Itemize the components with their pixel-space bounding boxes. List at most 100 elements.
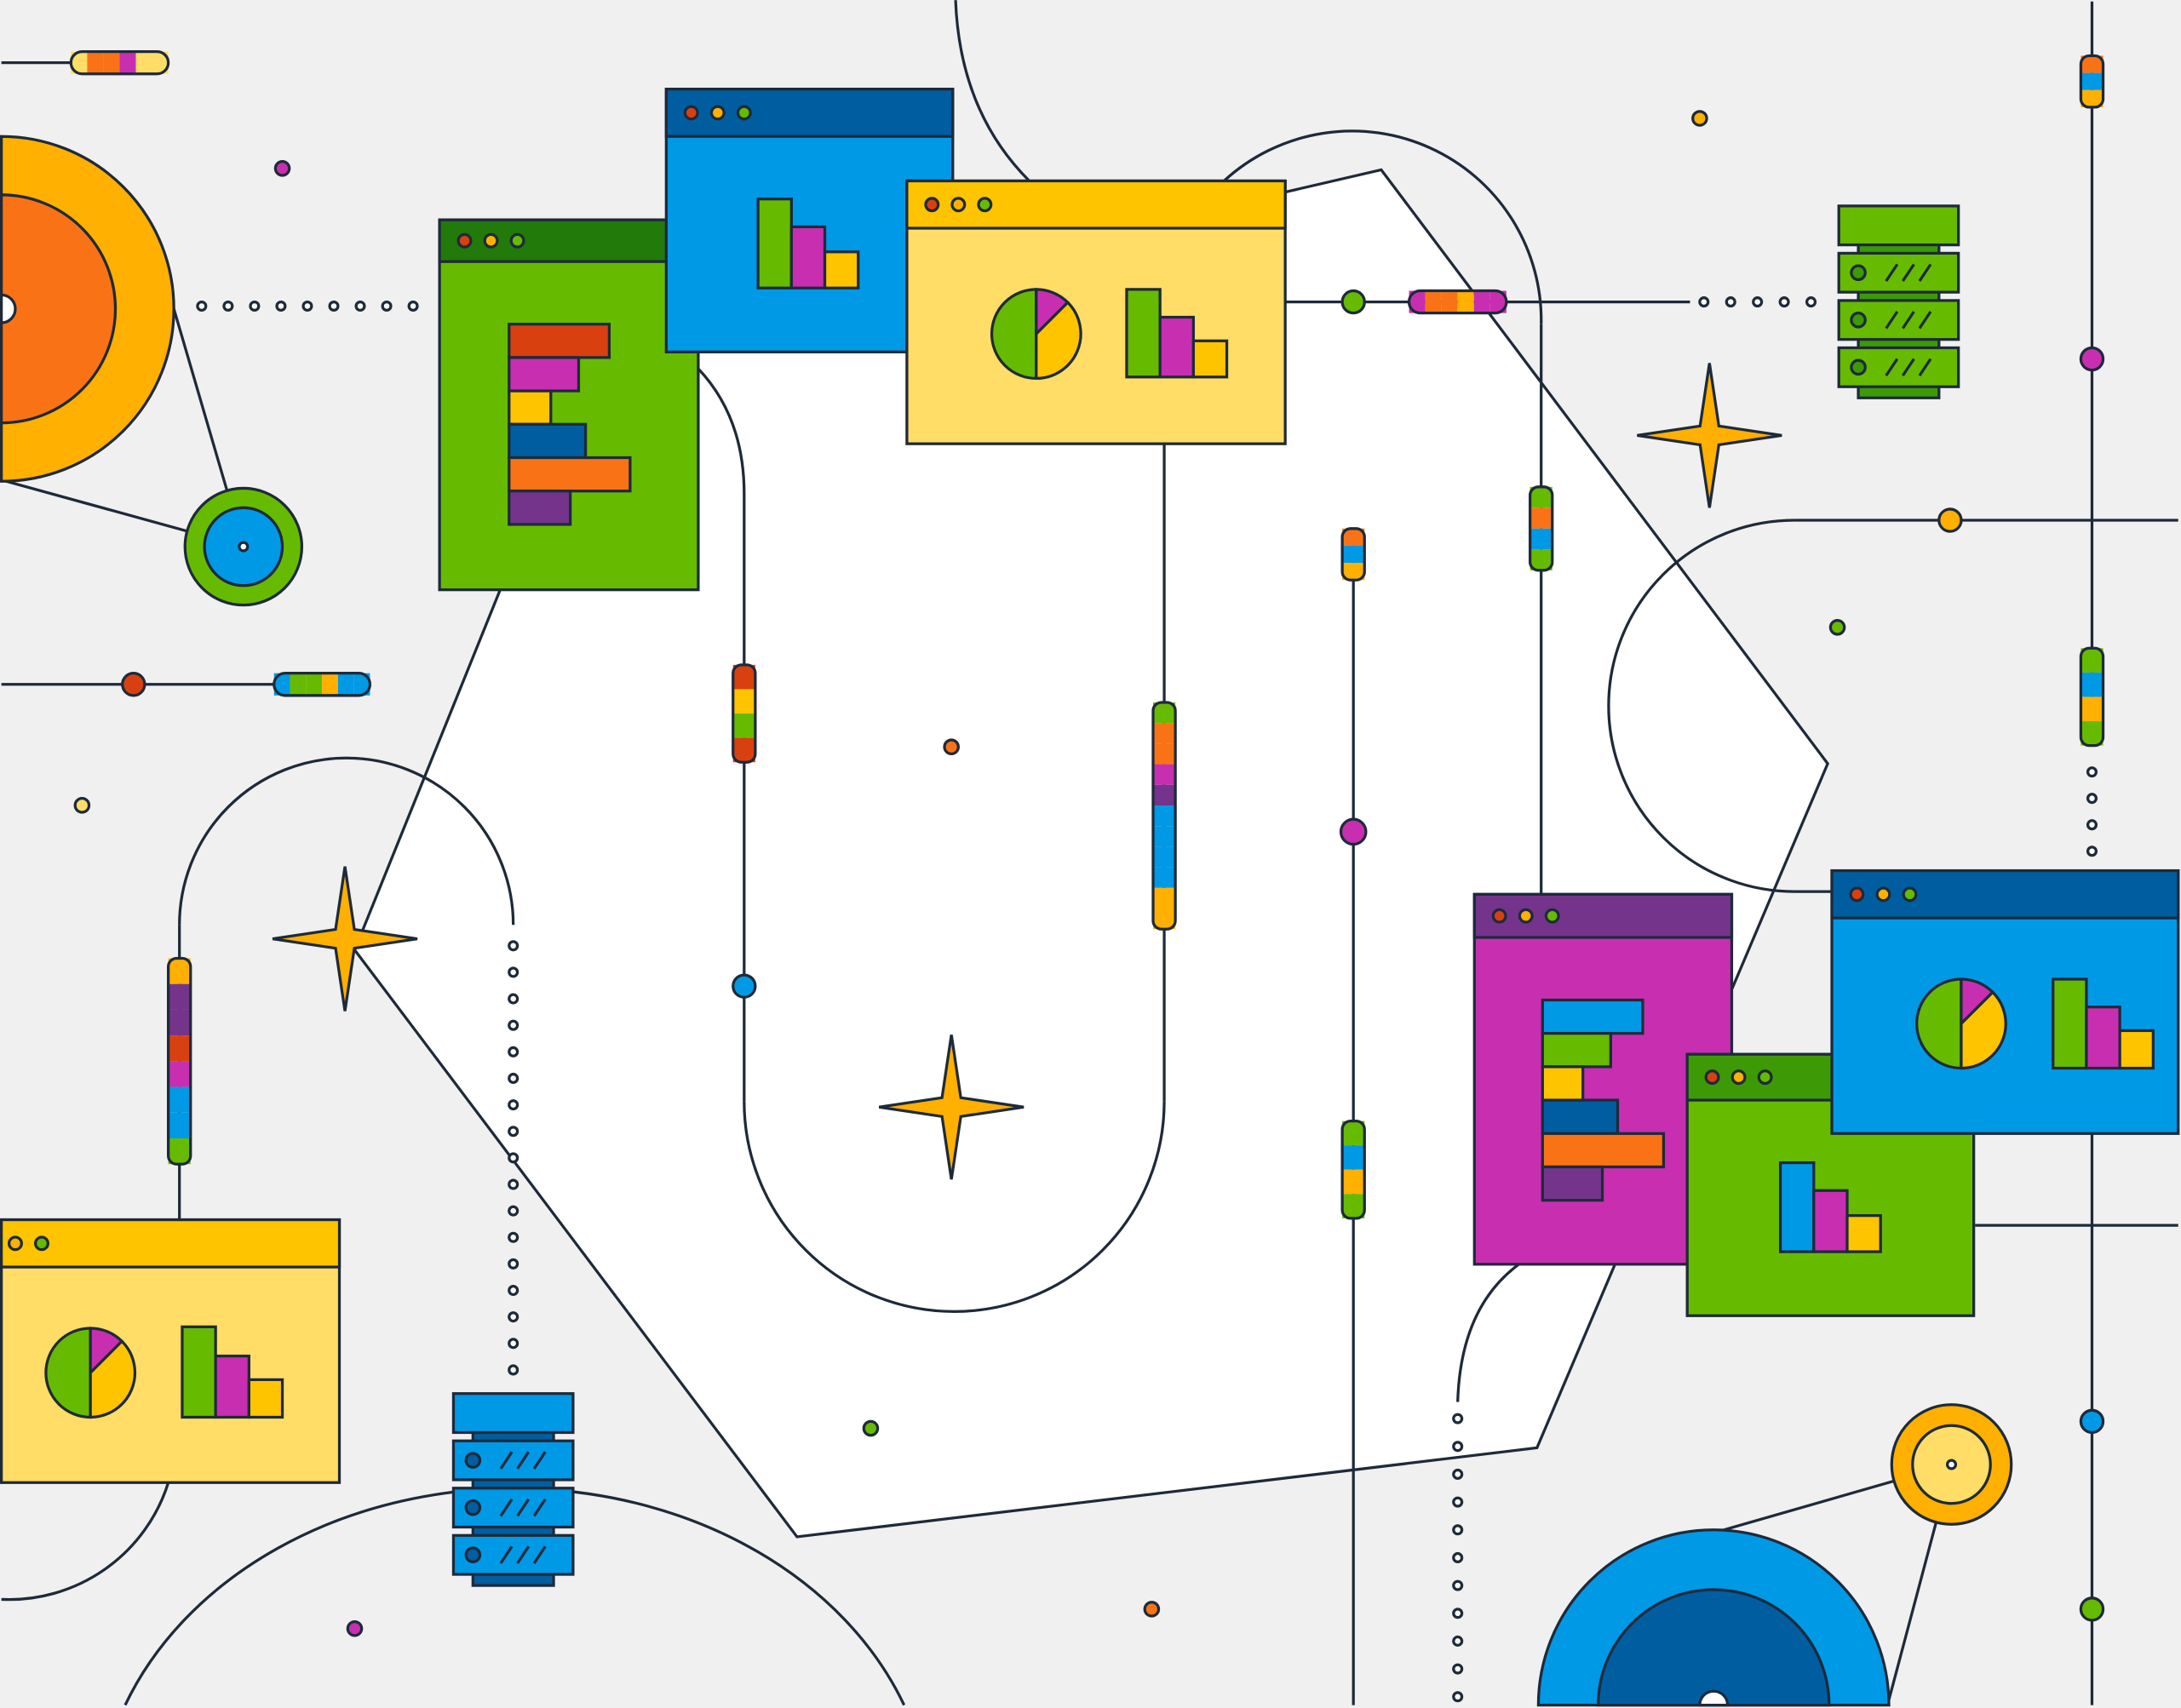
capsule-band xyxy=(2081,72,2104,90)
top-arc xyxy=(954,0,1030,182)
dotted-line-dot xyxy=(508,1231,519,1243)
server-top xyxy=(451,1392,575,1435)
capsule-band xyxy=(1489,290,1507,313)
capsule-band xyxy=(732,664,755,690)
capsule-band xyxy=(1342,1145,1365,1170)
dotted-line-dot xyxy=(301,300,313,312)
app-window xyxy=(1830,868,2180,1135)
node-dot xyxy=(1340,289,1366,315)
dotted-line-dot xyxy=(381,300,393,312)
capsule-band xyxy=(1152,805,1176,827)
capsule-outline xyxy=(2079,54,2105,109)
dotted-line-dot xyxy=(1778,296,1790,308)
dotted-line-dot xyxy=(508,1152,519,1164)
dotted-line-dot xyxy=(508,993,519,1005)
node-dot xyxy=(2079,346,2105,372)
dotted-line-dot xyxy=(2086,845,2098,857)
server-top xyxy=(1837,204,1960,247)
capsule-band xyxy=(732,714,755,738)
capsule-outline xyxy=(166,956,192,1166)
horizontal-bar xyxy=(508,389,553,426)
capsule-band xyxy=(1152,743,1176,765)
dotted-line-dot xyxy=(1452,1468,1464,1480)
pie-slice xyxy=(1960,989,2007,1070)
horizontal-bar xyxy=(1541,1132,1666,1169)
bar-chart-bar xyxy=(2052,977,2088,1070)
bar-chart-bar xyxy=(1125,288,1162,379)
bar-chart-bar xyxy=(823,250,860,289)
window-control-dot xyxy=(1491,908,1507,924)
capsule-band xyxy=(152,51,169,74)
window-control-dot xyxy=(7,1235,23,1252)
window-title-bar xyxy=(664,88,955,138)
app-window xyxy=(664,88,955,354)
horizontal-bar xyxy=(508,490,572,526)
capsule-band xyxy=(1530,549,1553,570)
server-slash xyxy=(532,1545,547,1564)
pie-slice xyxy=(89,1338,137,1419)
capsule-band xyxy=(1152,846,1176,868)
app-window xyxy=(438,218,700,592)
capsule-band xyxy=(1441,290,1458,313)
horizontal-bar xyxy=(1541,998,1644,1035)
capsule-band xyxy=(2081,696,2104,722)
dotted-line-dot xyxy=(508,1126,519,1138)
node-dot xyxy=(121,672,146,697)
capsule-band xyxy=(1409,290,1426,313)
pie-slice xyxy=(990,288,1038,381)
server-slash xyxy=(532,1498,547,1517)
window-control-dot xyxy=(1544,908,1560,924)
bar-chart-bar xyxy=(1778,1161,1816,1253)
server-slash xyxy=(516,1451,531,1470)
dotted-line-dot xyxy=(508,1285,519,1297)
vertical-capsule-connector xyxy=(2079,646,2105,748)
capsule-band xyxy=(322,673,338,696)
sparkle-star-icon xyxy=(1637,363,1782,508)
node-dot xyxy=(1339,817,1368,846)
sparkle-star-icon xyxy=(878,1035,1024,1180)
connector-arc xyxy=(1456,1263,1520,1402)
window-control-dot xyxy=(977,197,993,213)
window-control-dot xyxy=(1875,886,1891,903)
capsule-band xyxy=(1342,545,1365,564)
dotted-line-dot xyxy=(508,1099,519,1111)
server-led xyxy=(464,1546,482,1563)
server-slash xyxy=(1885,263,1899,282)
capsule-outline xyxy=(2079,646,2105,748)
pie-chart-icon xyxy=(44,1327,137,1419)
dotted-line-dot xyxy=(508,1205,519,1217)
capsule-band xyxy=(337,673,354,696)
bar-chart-bar xyxy=(247,1378,284,1419)
capsule-band xyxy=(1530,528,1553,550)
window-control-dot xyxy=(34,1235,49,1252)
window-control-dot xyxy=(683,105,699,121)
pie-chart-icon xyxy=(1915,977,2007,1070)
capsule-band xyxy=(1342,1121,1365,1146)
capsule-outline xyxy=(1340,527,1366,582)
capsule-band xyxy=(1152,702,1176,724)
large-ring-core xyxy=(1597,1588,1831,1707)
capsule-band xyxy=(1530,507,1553,529)
dotted-line-dot xyxy=(2086,766,2098,778)
server-slash xyxy=(499,1451,514,1470)
window-control-dot xyxy=(1757,1069,1773,1086)
horizontal-bar xyxy=(508,422,588,460)
dotted-line-dot xyxy=(2086,793,2098,805)
capsule-outline xyxy=(1151,701,1177,931)
right-arc xyxy=(1607,519,1794,893)
capsule-band xyxy=(168,958,191,984)
capsule-band xyxy=(2081,55,2104,73)
dotted-line-dot xyxy=(196,300,208,312)
server-slash xyxy=(1885,358,1899,377)
sparkle-star-icon xyxy=(272,866,418,1012)
window-title-bar xyxy=(438,218,700,263)
capsule-outline xyxy=(69,49,170,76)
capsule-outline xyxy=(732,663,757,764)
node-dot xyxy=(346,1619,364,1637)
capsule-band xyxy=(1152,887,1176,908)
window-control-dot xyxy=(709,105,726,121)
server-unit xyxy=(451,1439,575,1482)
capsule-band xyxy=(168,1009,191,1036)
capsule-band xyxy=(306,673,323,696)
